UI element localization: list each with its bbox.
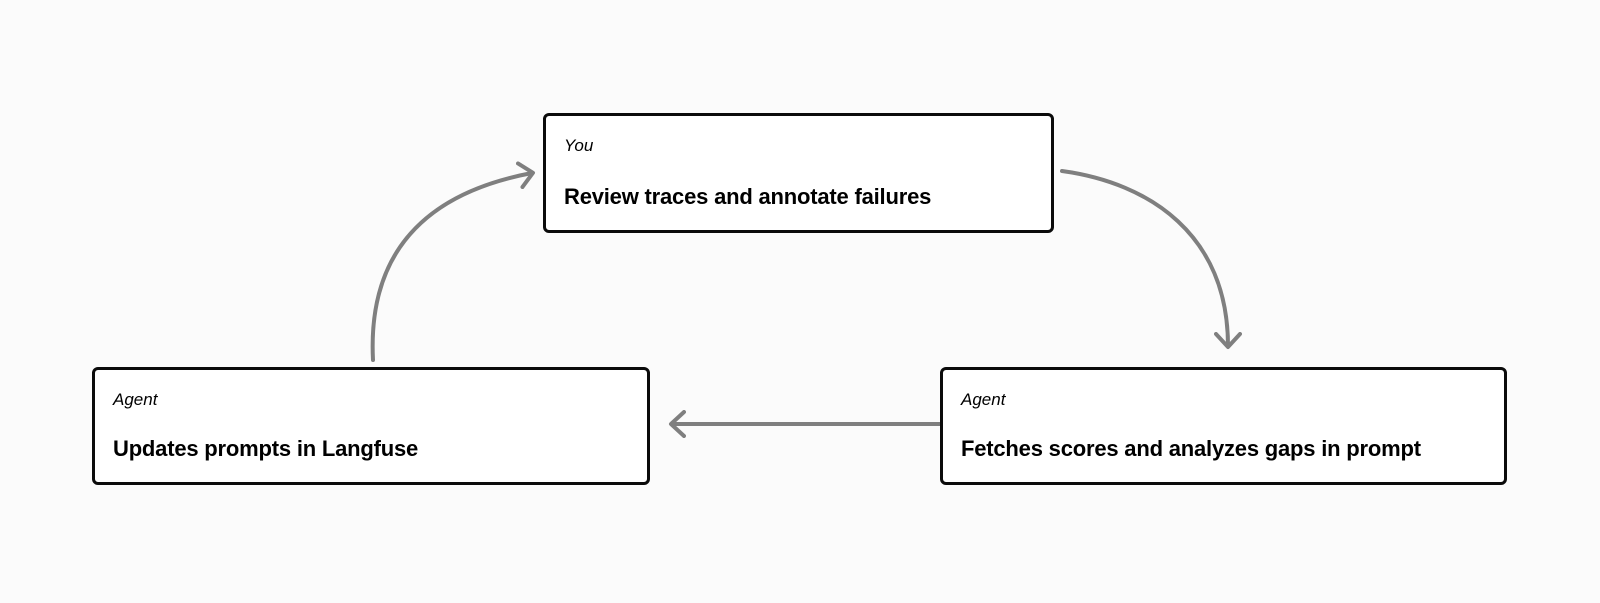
- node-actor-label: You: [564, 136, 594, 155]
- node-fetch-scores: Agent Fetches scores and analyzes gaps i…: [940, 367, 1507, 485]
- node-actor-label: Agent: [113, 390, 158, 409]
- node-title: Updates prompts in Langfuse: [113, 435, 419, 461]
- node-update-prompts: Agent Updates prompts in Langfuse: [92, 367, 650, 485]
- arrow-update-to-review: [370, 161, 535, 362]
- node-review-traces: You Review traces and annotate failures: [543, 113, 1054, 233]
- node-title: Review traces and annotate failures: [564, 183, 932, 209]
- node-title: Fetches scores and analyzes gaps in prom…: [961, 435, 1421, 461]
- node-actor-label: Agent: [961, 390, 1006, 409]
- arrow-review-to-fetch: [1060, 169, 1242, 349]
